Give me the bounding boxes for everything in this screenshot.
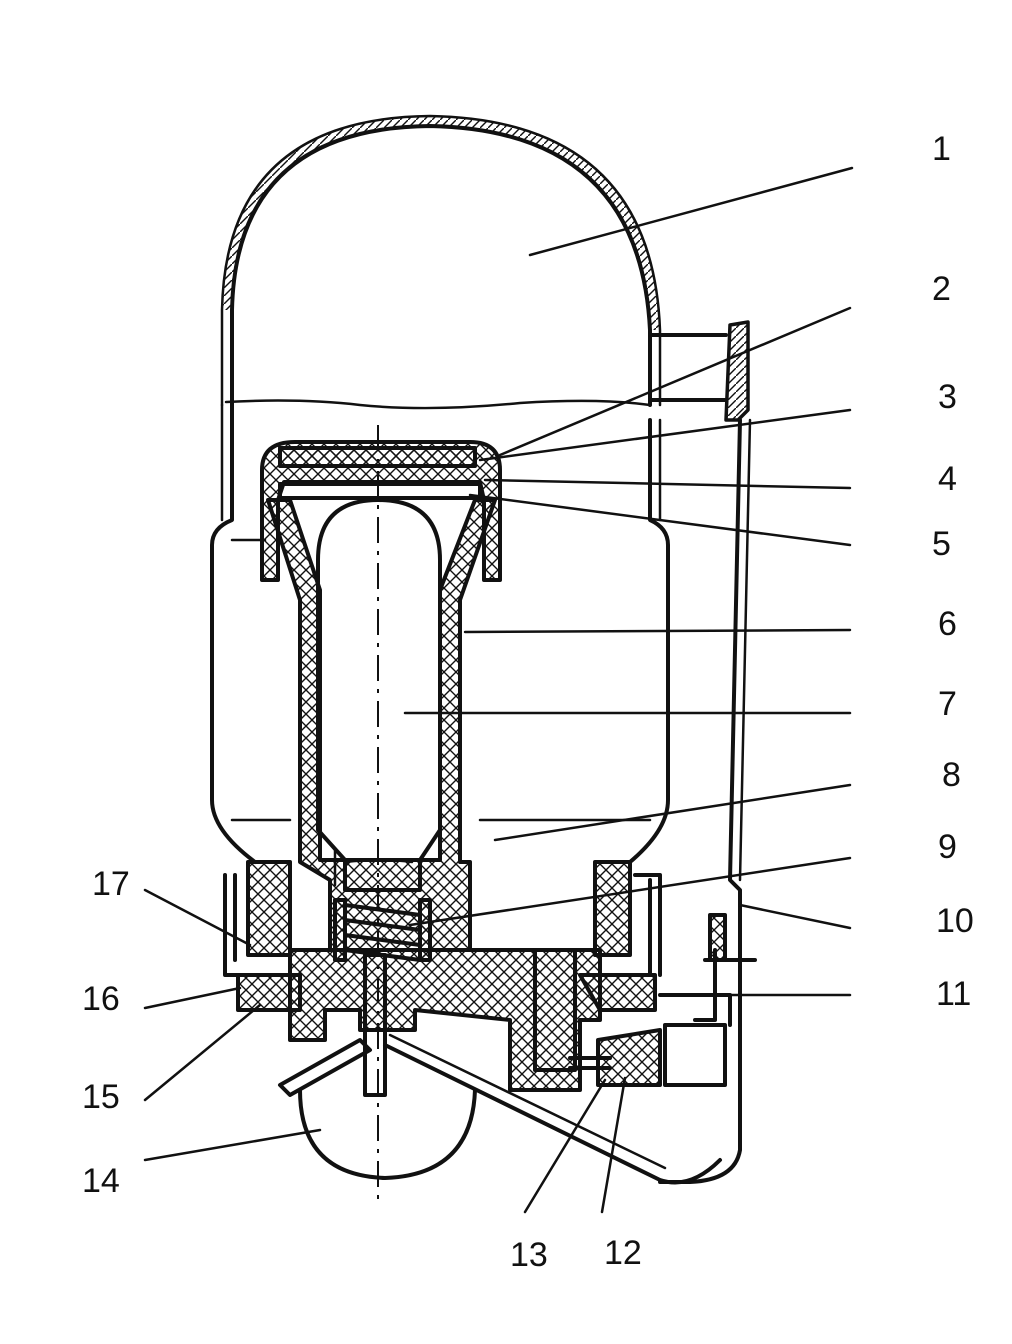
callout-4: 4 — [938, 460, 957, 498]
leader-4 — [483, 478, 852, 490]
callout-6: 6 — [938, 605, 957, 643]
leader-8 — [493, 783, 852, 842]
callout-11: 11 — [936, 975, 971, 1013]
leader-lines — [143, 166, 854, 1214]
callout-12: 12 — [604, 1234, 642, 1272]
leader-13 — [523, 1078, 607, 1214]
leader-12 — [600, 1076, 627, 1214]
callout-8: 8 — [942, 756, 961, 794]
inner-cup — [266, 498, 497, 952]
callout-15: 15 — [82, 1078, 120, 1116]
callout-16: 16 — [82, 980, 120, 1018]
leader-1 — [528, 166, 854, 257]
leader-2 — [498, 306, 852, 457]
callout-7: 7 — [938, 685, 957, 723]
callout-13: 13 — [510, 1236, 548, 1274]
callout-9: 9 — [938, 828, 957, 866]
dome-cover — [220, 114, 662, 407]
filter-plate — [278, 482, 482, 500]
liquid-surface — [224, 399, 652, 410]
callout-3: 3 — [938, 378, 957, 416]
push-rod — [363, 953, 387, 1097]
lamp-bulb — [316, 498, 442, 892]
outer-housing — [210, 403, 670, 864]
leader-5 — [468, 493, 852, 547]
callout-labels: 1 2 3 4 5 6 7 8 9 10 11 12 13 14 15 16 1… — [82, 130, 974, 1274]
leader-16 — [143, 986, 242, 1010]
leader-9 — [408, 856, 852, 927]
dome-wall-hatch — [222, 116, 660, 330]
leader-3 — [478, 408, 852, 462]
leader-14 — [143, 1128, 322, 1162]
callout-1: 1 — [932, 130, 951, 168]
leader-17 — [143, 888, 252, 947]
callout-14: 14 — [82, 1162, 120, 1200]
outlet-nozzle — [568, 993, 732, 1087]
leader-6 — [463, 628, 852, 634]
base-block — [288, 860, 662, 1092]
valve-stem — [533, 948, 577, 1072]
lower-left-ring — [223, 860, 302, 1012]
cap-assembly — [260, 440, 502, 582]
side-bracket — [648, 320, 752, 1184]
leader-15 — [143, 1003, 262, 1102]
callout-5: 5 — [932, 525, 951, 563]
spray-bulb — [278, 953, 722, 1185]
callout-2: 2 — [932, 270, 951, 308]
leader-10 — [738, 903, 852, 930]
callout-17: 17 — [92, 865, 130, 903]
callout-10: 10 — [936, 902, 974, 940]
mounting-screw — [693, 913, 757, 1022]
